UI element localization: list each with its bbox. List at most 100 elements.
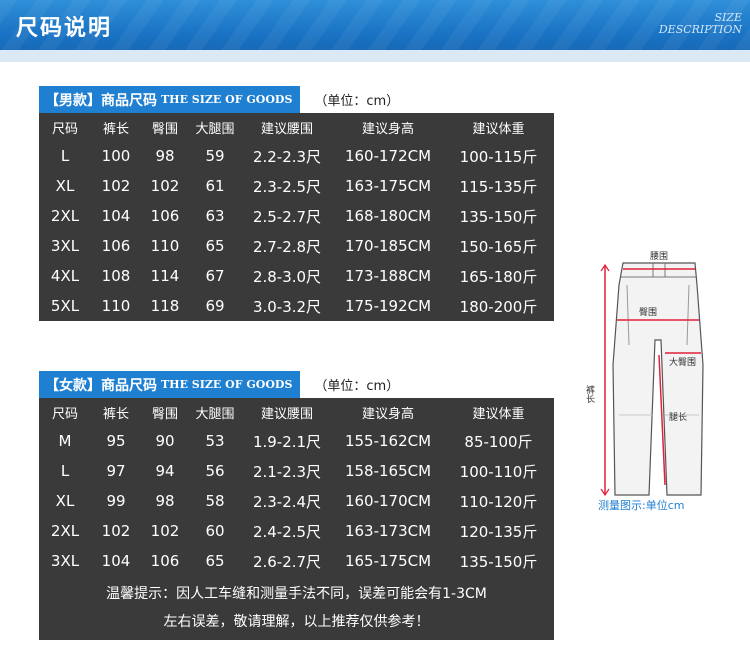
cell-thigh: 61: [205, 177, 225, 195]
tips-line-1: 温馨提示：因人工车缝和测量手法不同，误差可能会有1-3CM: [106, 586, 487, 602]
cell-thigh: 67: [205, 267, 225, 285]
inseam-label: 腿长: [669, 411, 687, 423]
length-arrow-top: [600, 263, 610, 272]
women-caption-cn: 【女款】商品尺码: [45, 377, 157, 394]
table-row: 4XL 108 114 67 2.8-3.0尺 173-188CM 165-18…: [39, 261, 554, 291]
diagram-caption-unit: 单位cm: [645, 499, 685, 512]
men-caption: 【男款】商品尺码 THE SIZE OF GOODS: [39, 86, 301, 113]
table-row: 3XL 106 110 65 2.7-2.8尺 170-185CM 150-16…: [39, 231, 554, 261]
banner-bottom-bar: [0, 50, 750, 62]
cell-height: 170-185CM: [344, 237, 432, 255]
cell-waist: 2.4-2.5尺: [252, 522, 322, 541]
cell-waist: 2.7-2.8尺: [252, 237, 322, 256]
table-row: 3XL 104 106 65 2.6-2.7尺 165-175CM 135-15…: [39, 546, 554, 576]
cell-hip: 94: [155, 462, 175, 480]
cell-size: L: [60, 147, 70, 165]
length-arrow-bottom: [600, 488, 610, 497]
women-header-height: 建议身高: [361, 406, 414, 422]
table-row: 5XL 110 118 69 3.0-3.2尺 175-192CM 180-20…: [39, 291, 554, 321]
cell-size: XL: [55, 492, 75, 510]
women-header-weight: 建议体重: [472, 406, 525, 422]
men-size-table: 尺码 裤长 臀围 大腿围 建议腰围 建议身高 建议体重 L 100 98 59 …: [39, 113, 554, 321]
cell-hip: 102: [150, 522, 180, 540]
cell-height: 168-180CM: [344, 207, 432, 225]
length-label: 裤长: [584, 384, 595, 404]
men-header-weight: 建议体重: [472, 121, 525, 137]
cell-waist: 2.5-2.7尺: [252, 207, 322, 226]
cell-thigh: 65: [205, 552, 225, 570]
cell-waist: 2.3-2.4尺: [252, 492, 322, 511]
diagram-caption: 测量图示:单位cm: [598, 497, 684, 513]
women-size-table: 尺码 裤长 臀围 大腿围 建议腰围 建议身高 建议体重 M 95 90 53 1…: [39, 398, 554, 640]
cell-weight: 100-115斤: [459, 147, 538, 166]
men-header-thigh: 大腿围: [195, 121, 235, 137]
cell-thigh: 63: [205, 207, 225, 225]
women-header-waist: 建议腰围: [260, 406, 313, 422]
table-row: L 97 94 56 2.1-2.3尺 158-165CM 100-110斤: [39, 456, 554, 486]
cell-thigh: 53: [205, 432, 225, 450]
table-row: L 100 98 59 2.2-2.3尺 160-172CM 100-115斤: [39, 141, 554, 171]
men-header-length: 裤长: [102, 121, 129, 137]
banner-subtitle-line1: SIZE: [714, 11, 742, 24]
cell-hip: 110: [150, 237, 180, 255]
cell-hip: 106: [150, 207, 180, 225]
men-header-size: 尺码: [51, 121, 78, 137]
cell-height: 160-172CM: [344, 147, 432, 165]
thigh-label: 大臀围: [669, 356, 696, 368]
measurement-diagram: 腰围 臀围 大臀围 腿长 裤长 测量图示:单位cm: [583, 245, 733, 520]
cell-length: 104: [101, 552, 131, 570]
cell-height: 165-175CM: [344, 552, 432, 570]
pants-measurement-illustration: 腰围 臀围 大臀围 腿长 裤长: [584, 251, 704, 497]
pants-outline: [612, 262, 704, 496]
cell-hip: 90: [155, 432, 175, 450]
cell-size: XL: [55, 177, 75, 195]
cell-thigh: 56: [205, 462, 225, 480]
cell-length: 110: [101, 297, 131, 315]
cell-weight: 165-180斤: [459, 267, 538, 286]
cell-weight: 115-135斤: [459, 177, 538, 196]
men-header-row: 尺码 裤长 臀围 大腿围 建议腰围 建议身高 建议体重: [39, 113, 554, 141]
men-caption-en: THE SIZE OF GOODS: [161, 93, 293, 106]
banner-subtitle: SIZE DESCRIPTION: [659, 12, 742, 36]
table-row: M 95 90 53 1.9-2.1尺 155-162CM 85-100斤: [39, 426, 554, 456]
cell-waist: 2.8-3.0尺: [252, 267, 322, 286]
cell-weight: 150-165斤: [459, 237, 538, 256]
women-unit: （单位：cm）: [314, 379, 400, 394]
belt-loop: [652, 263, 666, 277]
cell-thigh: 59: [205, 147, 225, 165]
cell-length: 102: [101, 522, 131, 540]
page-title: 尺码说明: [16, 16, 113, 41]
cell-height: 155-162CM: [344, 432, 432, 450]
men-unit: （单位：cm）: [314, 94, 400, 109]
cell-length: 106: [101, 237, 131, 255]
cell-weight: 120-135斤: [459, 522, 538, 541]
cell-waist: 2.2-2.3尺: [252, 147, 322, 166]
diagram-caption-prefix: 测量图示:: [598, 499, 646, 512]
cell-thigh: 65: [205, 237, 225, 255]
cell-height: 163-173CM: [344, 522, 432, 540]
table-row: 2XL 104 106 63 2.5-2.7尺 168-180CM 135-15…: [39, 201, 554, 231]
cell-size: M: [58, 432, 72, 450]
cell-height: 158-165CM: [344, 462, 432, 480]
cell-size: 2XL: [50, 207, 80, 225]
cell-size: 2XL: [50, 522, 80, 540]
inseam-measure-line: [658, 354, 666, 486]
cell-height: 173-188CM: [344, 267, 432, 285]
header-banner: 尺码说明 SIZE DESCRIPTION: [0, 0, 750, 62]
cell-thigh: 60: [205, 522, 225, 540]
hip-label: 臀围: [639, 307, 657, 318]
women-caption: 【女款】商品尺码 THE SIZE OF GOODS: [39, 371, 301, 398]
cell-size: 4XL: [50, 267, 80, 285]
cell-weight: 110-120斤: [459, 492, 538, 511]
banner-pattern: [0, 0, 750, 50]
cell-hip: 98: [155, 147, 175, 165]
cell-waist: 2.6-2.7尺: [252, 552, 322, 571]
men-header-waist: 建议腰围: [260, 121, 313, 137]
tips-line-2: 左右误差，敬请理解，以上推荐仅供参考！: [163, 614, 430, 630]
women-header-thigh: 大腿围: [195, 406, 235, 422]
cell-waist: 1.9-2.1尺: [252, 432, 322, 451]
cell-length: 104: [101, 207, 131, 225]
table-row: 2XL 102 102 60 2.4-2.5尺 163-173CM 120-13…: [39, 516, 554, 546]
pocket-line: [626, 284, 690, 346]
table-row: XL 99 98 58 2.3-2.4尺 160-170CM 110-120斤: [39, 486, 554, 516]
